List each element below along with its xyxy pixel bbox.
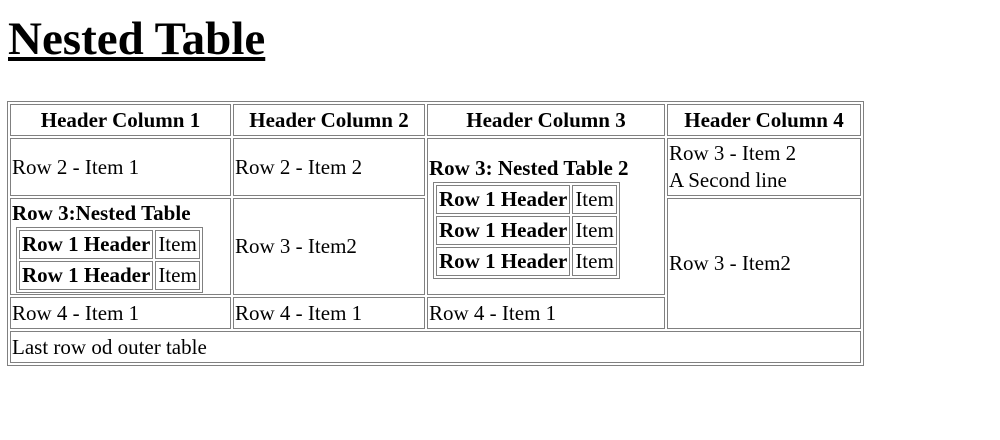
header-column-3: Header Column 3 (427, 104, 665, 136)
nested-row-item: Item (572, 184, 617, 214)
row3-item2: Row 3 - Item2 (233, 198, 425, 295)
header-column-4: Header Column 4 (667, 104, 861, 136)
table-row: Row 4 - Item 1 Row 4 - Item 1 Row 4 - It… (10, 297, 861, 329)
nested-table-2: Row 1 Header Item Row 1 Header Item Row … (433, 181, 620, 279)
nested-table-1: Row 1 Header Item Row 1 Header Item (16, 227, 203, 293)
nested-table-2-cell: Row 3: Nested Table 2 Row 1 Header Item … (427, 138, 665, 295)
table-row: Row 2 - Item 1 Row 2 - Item 2 Row 3: Nes… (10, 138, 861, 295)
row2-col4-cell: Row 3 - Item 2 A Second line (667, 138, 861, 196)
row3-col4-item2: Row 3 - Item2 (667, 198, 861, 329)
nested-table-2-title: Row 3: Nested Table 2 (429, 155, 629, 180)
last-row: Last row od outer table (10, 331, 861, 363)
row4-item1-col3: Row 4 - Item 1 (427, 297, 665, 329)
outer-table: Header Column 1 Header Column 2 Header C… (7, 101, 864, 366)
nested-row-header: Row 1 Header (436, 184, 571, 214)
nested-row-header: Row 1 Header (19, 261, 154, 290)
table-row: Row 1 Header Item (436, 184, 617, 214)
nested-row-item: Item (155, 261, 200, 290)
header-column-1: Header Column 1 (10, 104, 231, 136)
row2-item1: Row 2 - Item 1 (10, 138, 231, 196)
nested-row-header: Row 1 Header (436, 215, 571, 245)
nested-table-1-cell: Row 3:Nested Table Row 1 Header Item Row… (10, 198, 231, 295)
nested-row-header: Row 1 Header (436, 246, 571, 276)
nested-row-item: Item (155, 230, 200, 259)
nested-row-item: Item (572, 215, 617, 245)
nested-row-header: Row 1 Header (19, 230, 154, 259)
nested-row-item: Item (572, 246, 617, 276)
nested-table-1-title: Row 3:Nested Table (12, 201, 191, 225)
row2-col4-line1: Row 3 - Item 2 (669, 141, 797, 165)
row2-item2: Row 2 - Item 2 (233, 138, 425, 196)
header-row: Header Column 1 Header Column 2 Header C… (10, 104, 861, 136)
table-row: Row 3:Nested Table Row 1 Header Item Row… (10, 198, 861, 329)
row4-item1-col2: Row 4 - Item 1 (233, 297, 425, 329)
table-row: Row 1 Header Item (436, 215, 617, 245)
table-row: Row 1 Header Item (436, 246, 617, 276)
row4-item1-col1: Row 4 - Item 1 (10, 297, 231, 329)
header-column-2: Header Column 2 (233, 104, 425, 136)
table-row: Row 1 Header Item (19, 261, 200, 290)
table-row: Row 1 Header Item (19, 230, 200, 259)
page-title: Nested Table (8, 13, 266, 65)
row2-col4-line2: A Second line (669, 168, 787, 192)
table-row: Last row od outer table (10, 331, 861, 363)
